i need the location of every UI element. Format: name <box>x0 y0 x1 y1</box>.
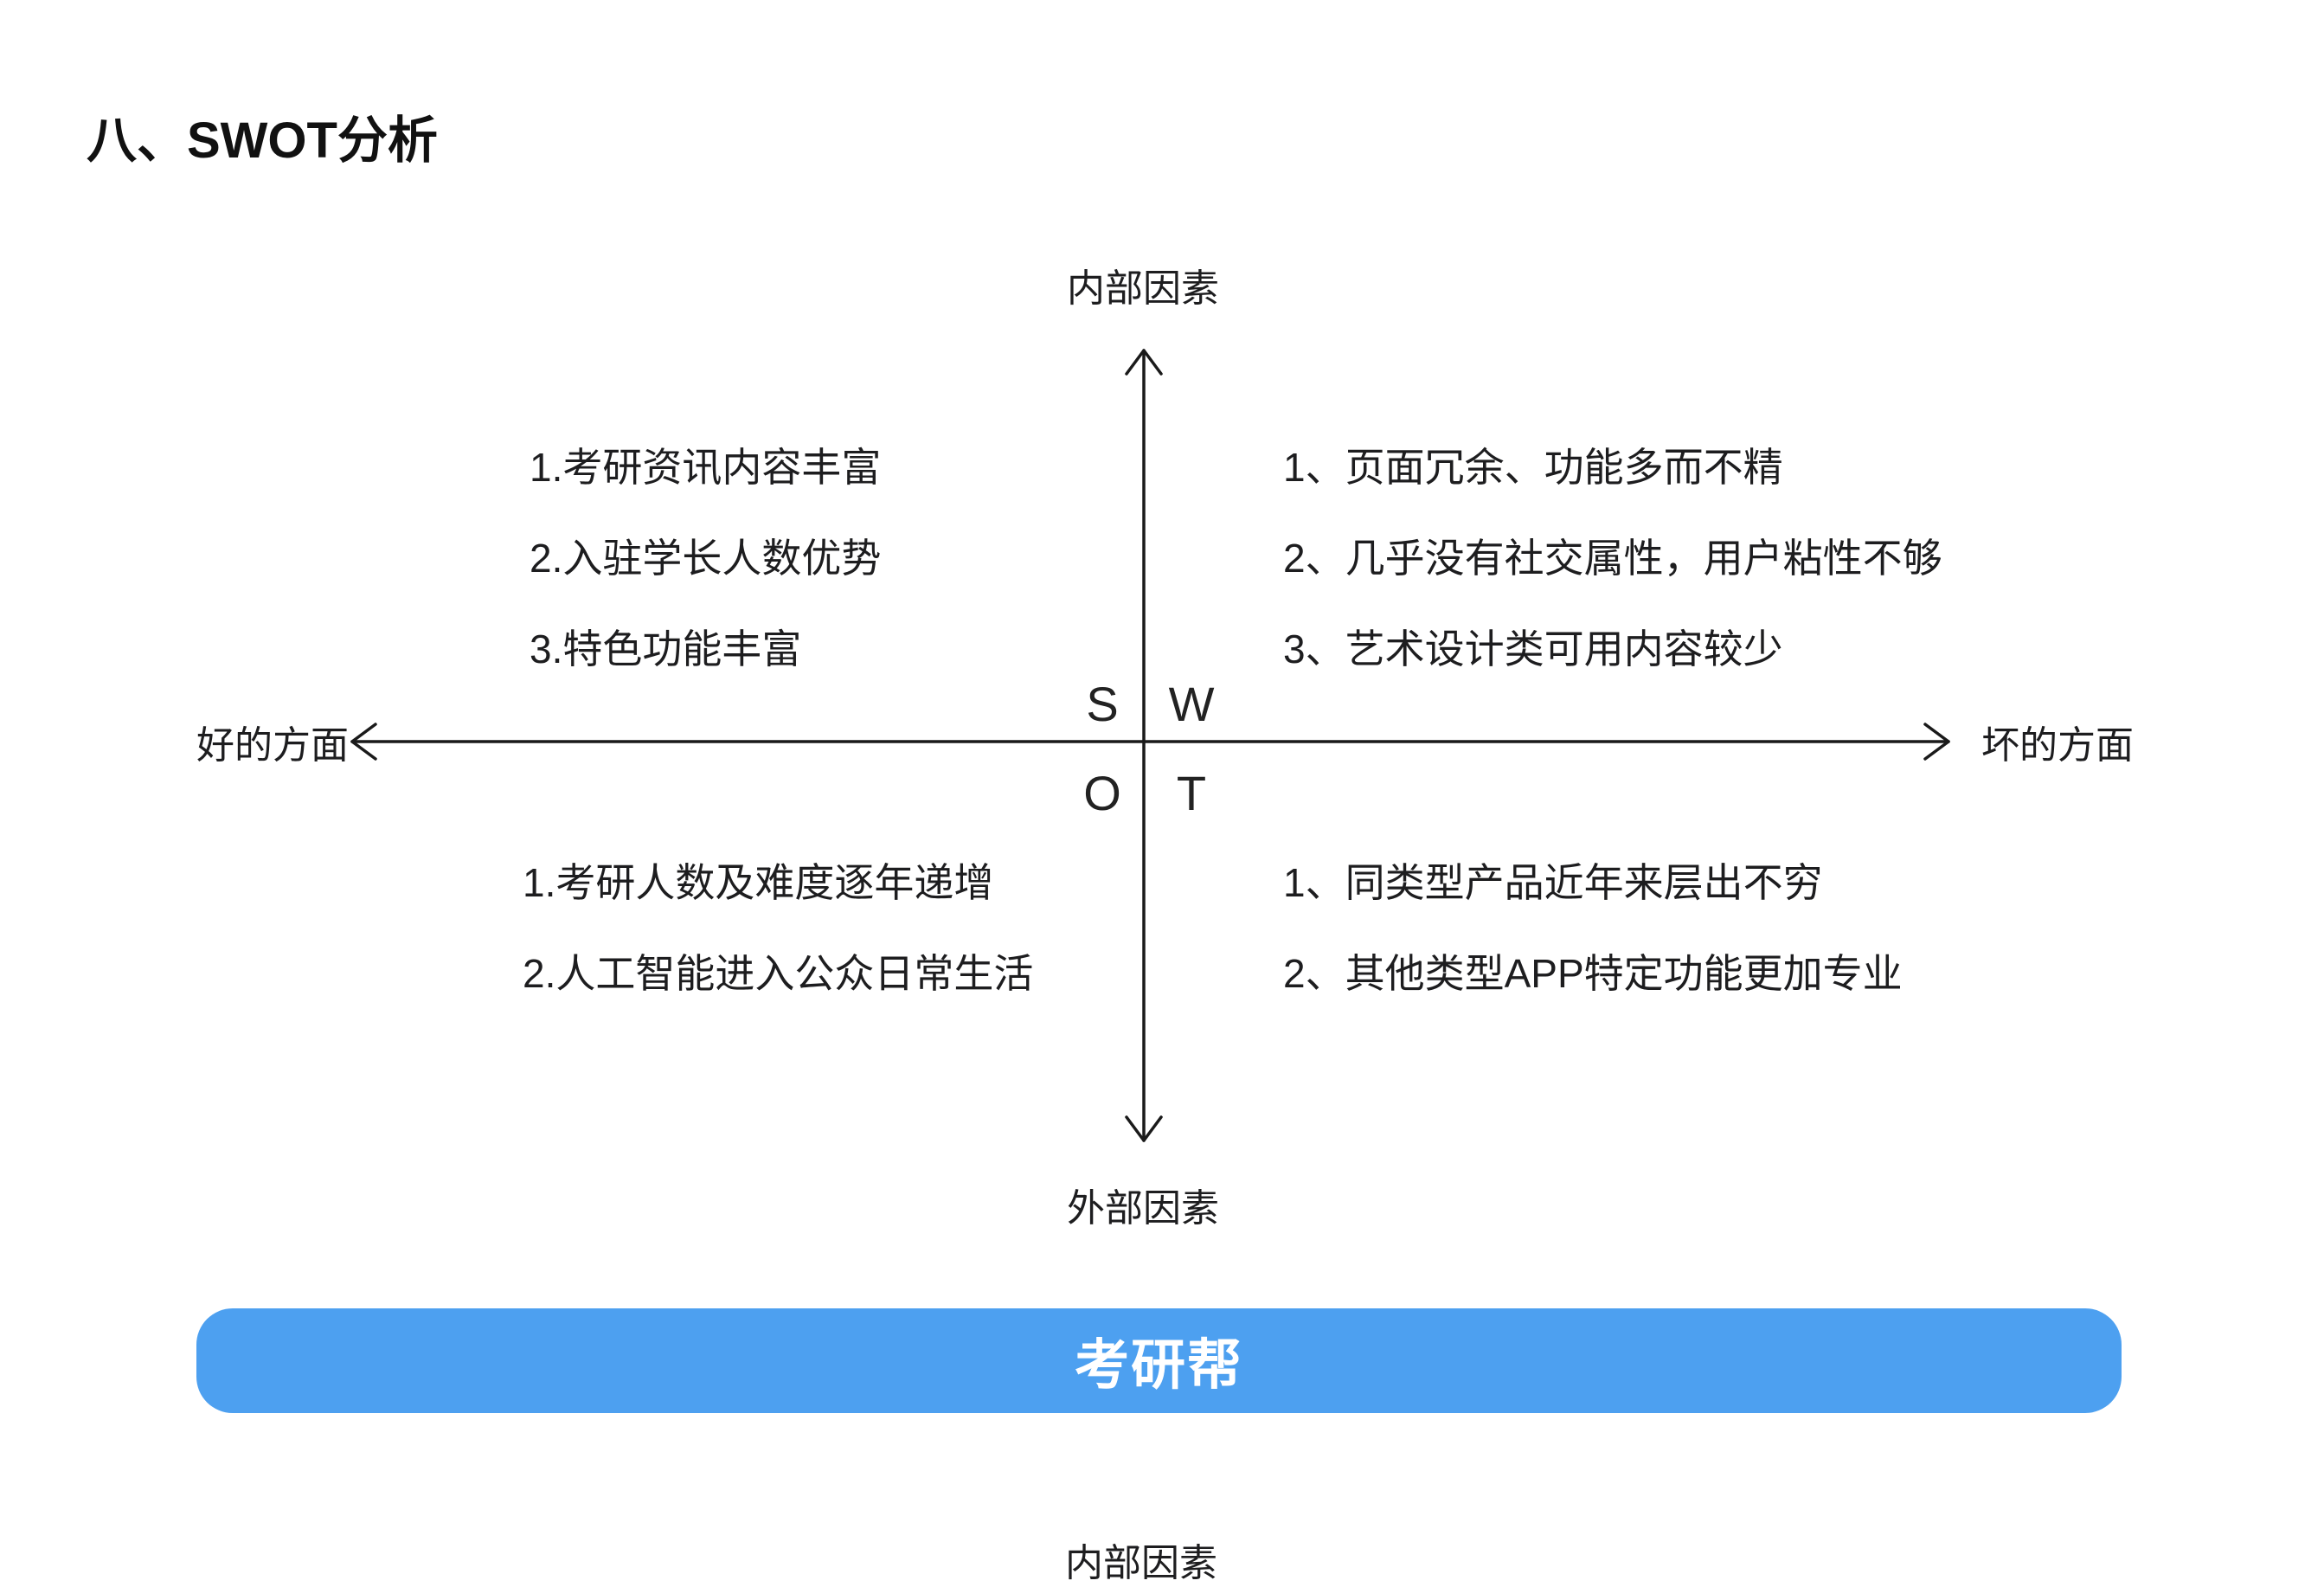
arrow-down-icon <box>1125 1115 1163 1142</box>
strengths-list: 1.考研资讯内容丰富 2.入驻学长人数优势 3.特色功能丰富 <box>530 422 881 695</box>
arrow-up-icon <box>1125 349 1163 376</box>
strength-item: 2.入驻学长人数优势 <box>530 536 882 581</box>
letter-opportunities: O <box>1083 766 1121 820</box>
axis-label-external-factors: 外部因素 <box>1067 1187 1219 1230</box>
letter-weaknesses: W <box>1168 677 1215 731</box>
threats-list: 1、同类型产品近年来层出不穷 2、其他类型APP特定功能更加专业 <box>1283 838 1903 1019</box>
next-section-partial-label: 内部因素 <box>1065 1542 1217 1584</box>
page-title: 八、SWOT分析 <box>87 112 438 169</box>
weakness-item: 3、艺术设计类可用内容较少 <box>1283 626 1783 671</box>
strength-item: 1.考研资讯内容丰富 <box>530 445 882 490</box>
opportunity-item: 1.考研人数及难度逐年递增 <box>523 860 994 905</box>
weakness-item: 2、几乎没有社交属性，用户粘性不够 <box>1283 536 1942 581</box>
threat-item: 2、其他类型APP特定功能更加专业 <box>1283 951 1903 996</box>
weakness-item: 1、页面冗余、功能多而不精 <box>1283 445 1783 490</box>
weaknesses-list: 1、页面冗余、功能多而不精 2、几乎没有社交属性，用户粘性不够 3、艺术设计类可… <box>1283 422 1942 695</box>
arrow-right-icon <box>1923 723 1950 761</box>
opportunities-list: 1.考研人数及难度逐年递增 2.人工智能进入公众日常生活 <box>523 838 1033 1019</box>
letter-threats: T <box>1176 766 1207 820</box>
opportunity-item: 2.人工智能进入公众日常生活 <box>523 951 1034 996</box>
threat-item: 1、同类型产品近年来层出不穷 <box>1283 860 1823 905</box>
app-name-banner: 考研帮 <box>196 1308 2122 1413</box>
axis-label-good-aspects: 好的方面 <box>196 724 349 767</box>
arrow-left-icon <box>350 723 377 761</box>
axis-label-internal-factors: 内部因素 <box>1067 267 1219 310</box>
letter-strengths: S <box>1086 677 1119 731</box>
banner-label: 考研帮 <box>1075 1335 1243 1396</box>
axis-label-bad-aspects: 坏的方面 <box>1981 724 2134 767</box>
strength-item: 3.特色功能丰富 <box>530 626 802 671</box>
